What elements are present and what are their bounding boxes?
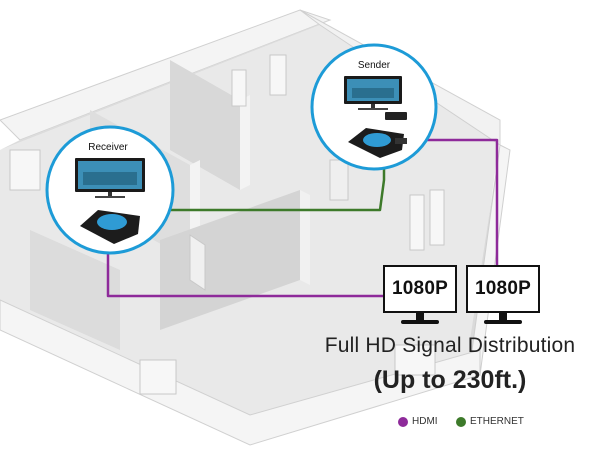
monitor-screen: 1080P bbox=[383, 265, 457, 313]
monitor-1080p-right: 1080P bbox=[466, 265, 540, 327]
receiver-extender-icon bbox=[80, 210, 140, 244]
legend-item-hdmi: HDMI bbox=[398, 416, 438, 427]
hdmi-cable-to-monitors bbox=[106, 250, 383, 298]
legend-label-ethernet: ETHERNET bbox=[470, 416, 524, 427]
sender-label: Sender bbox=[358, 60, 391, 71]
sender-tv-icon bbox=[344, 76, 402, 110]
monitor-stand bbox=[499, 311, 507, 320]
monitor-resolution-label: 1080P bbox=[392, 278, 448, 299]
monitor-base bbox=[484, 320, 522, 324]
receiver-label: Receiver bbox=[88, 142, 128, 153]
source-player-icon bbox=[385, 112, 407, 120]
hdmi-cable-from-sender bbox=[408, 138, 499, 266]
monitor-1080p-left: 1080P bbox=[383, 265, 457, 327]
caption-distance: (Up to 230ft.) bbox=[373, 366, 527, 394]
sender-bubble: Sender bbox=[310, 43, 438, 171]
ethernet-dot-icon bbox=[456, 416, 466, 427]
monitor-screen: 1080P bbox=[466, 265, 540, 313]
monitor-base bbox=[401, 320, 439, 324]
monitor-stand bbox=[416, 311, 424, 320]
hdmi-dot-icon bbox=[398, 416, 408, 427]
monitor-resolution-label: 1080P bbox=[475, 278, 531, 299]
legend-item-ethernet: ETHERNET bbox=[456, 416, 524, 427]
caption-headline: Full HD Signal Distribution bbox=[324, 334, 576, 357]
legend-label-hdmi: HDMI bbox=[412, 416, 438, 427]
receiver-bubble: Receiver bbox=[45, 125, 175, 255]
sender-extender-icon bbox=[348, 128, 407, 158]
receiver-tv-icon bbox=[75, 158, 145, 198]
